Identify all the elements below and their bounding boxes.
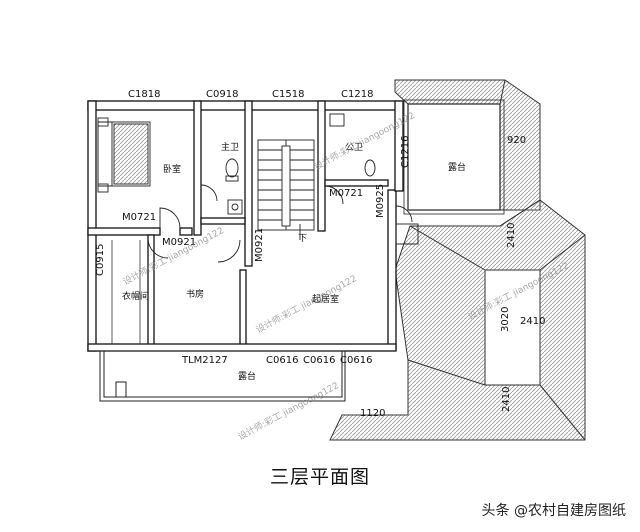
door-m0721-bath: M0721 [329, 188, 363, 199]
room-terrace-top: 露台 [448, 161, 466, 173]
door-m0721-bedroom: M0721 [122, 212, 156, 223]
room-labels: 卧室 主卫 公卫 露台 衣帽间 书房 起居室 露台 下 [122, 141, 466, 382]
window-c0616-a: C0616 [266, 355, 298, 366]
right-walkway [395, 223, 419, 245]
window-c0915: C0915 [95, 244, 106, 276]
room-bedroom: 卧室 [163, 163, 181, 175]
window-c1518: C1518 [272, 89, 304, 100]
window-labels: C1818 C0918 C1518 C1218 C1216 C0915 C061… [95, 89, 411, 366]
window-c1216: C1216 [400, 136, 411, 168]
room-study: 书房 [186, 288, 204, 300]
door-m0925: M0925 [375, 184, 386, 218]
window-tlm2127: TLM2127 [181, 355, 228, 366]
room-terrace-bottom: 露台 [238, 370, 256, 382]
dim-920: 920 [507, 135, 526, 146]
watermark-3: 设计师:彩工 jiangoong122 [254, 272, 359, 335]
room-master-bath: 主卫 [221, 141, 239, 153]
door-swings [147, 184, 413, 263]
walls [87, 100, 404, 352]
room-lounge: 起居室 [312, 293, 339, 305]
front-balcony [99, 350, 346, 402]
bath-fixtures [225, 113, 376, 215]
plan-title: 三层平面图 [269, 466, 370, 488]
window-c1218: C1218 [341, 89, 373, 100]
dim-3020: 3020 [500, 307, 511, 332]
door-m0921-study: M0921 [162, 237, 196, 248]
dimension-labels: 920 2410 2410 3020 2410 1120 [360, 135, 545, 419]
window-c0616-b: C0616 [303, 355, 335, 366]
room-closet: 衣帽间 [122, 290, 149, 302]
dim-1120: 1120 [360, 408, 385, 419]
watermark-5: 设计师:彩工 jiangoong122 [236, 379, 341, 442]
door-m0921-hall: M0921 [254, 228, 265, 262]
stair-down-label: 下 [298, 234, 307, 244]
closet-shelves [111, 240, 141, 344]
bed [97, 117, 151, 193]
dim-2410-a: 2410 [506, 223, 517, 248]
staircase [257, 139, 315, 240]
dim-2410-b: 2410 [520, 316, 545, 327]
source-credit: 头条 @农村自建房图纸 [481, 503, 626, 519]
door-labels: M0721 M0921 M0921 M0721 M0925 [122, 184, 386, 262]
window-c0918: C0918 [206, 89, 238, 100]
dim-2410-c: 2410 [501, 387, 512, 412]
room-public-bath: 公卫 [345, 142, 363, 153]
window-c1818: C1818 [128, 89, 160, 100]
window-c0616-c: C0616 [340, 355, 372, 366]
terrace-top [403, 99, 505, 215]
